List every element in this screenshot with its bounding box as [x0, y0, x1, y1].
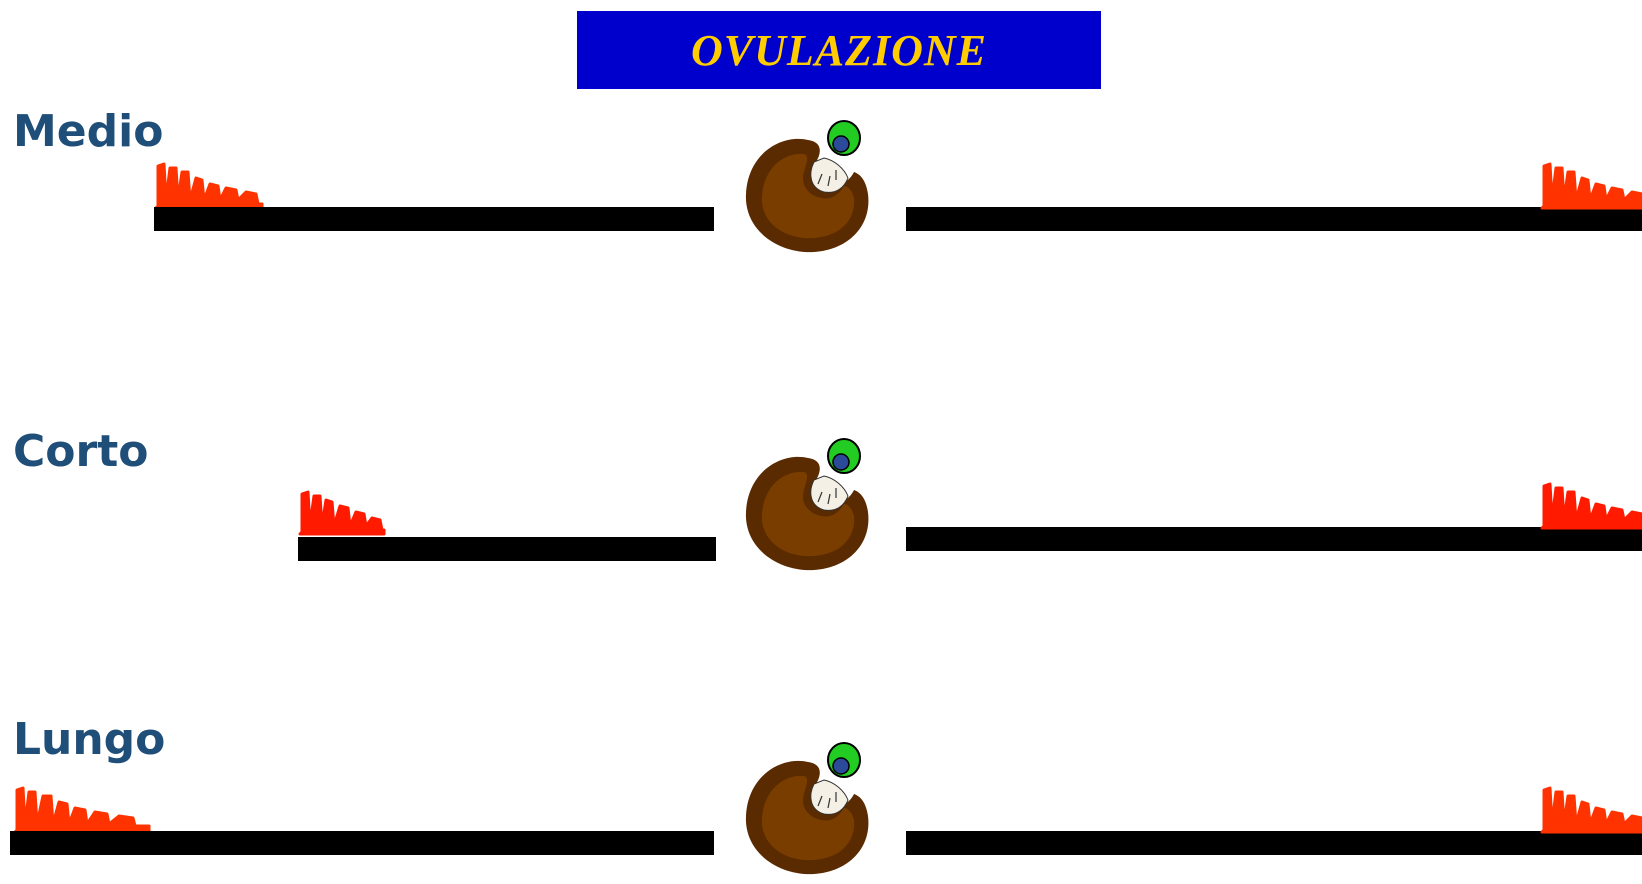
follicular-phase-bar [10, 831, 714, 855]
menstrual-flow-icon [298, 490, 386, 536]
ovary-with-follicle-icon [745, 120, 869, 253]
follicular-phase-bar [298, 537, 716, 561]
row-label-medio: Medio [13, 106, 164, 157]
menstrual-flow-icon [13, 786, 151, 834]
menstrual-flow-icon [1540, 482, 1642, 530]
luteal-phase-bar [906, 207, 1642, 231]
ovary-with-follicle-icon [745, 742, 869, 875]
luteal-phase-bar [906, 527, 1642, 551]
row-label-lungo: Lungo [13, 714, 166, 765]
ovary-with-follicle-icon [745, 438, 869, 571]
menstrual-flow-icon [154, 162, 264, 210]
diagram-title: OVULAZIONE [690, 25, 988, 75]
follicular-phase-bar [154, 207, 714, 231]
luteal-phase-bar [906, 831, 1642, 855]
menstrual-flow-icon [1540, 786, 1642, 834]
menstrual-flow-icon [1540, 162, 1642, 210]
row-label-corto: Corto [13, 426, 149, 477]
title-banner: OVULAZIONE [577, 11, 1101, 89]
